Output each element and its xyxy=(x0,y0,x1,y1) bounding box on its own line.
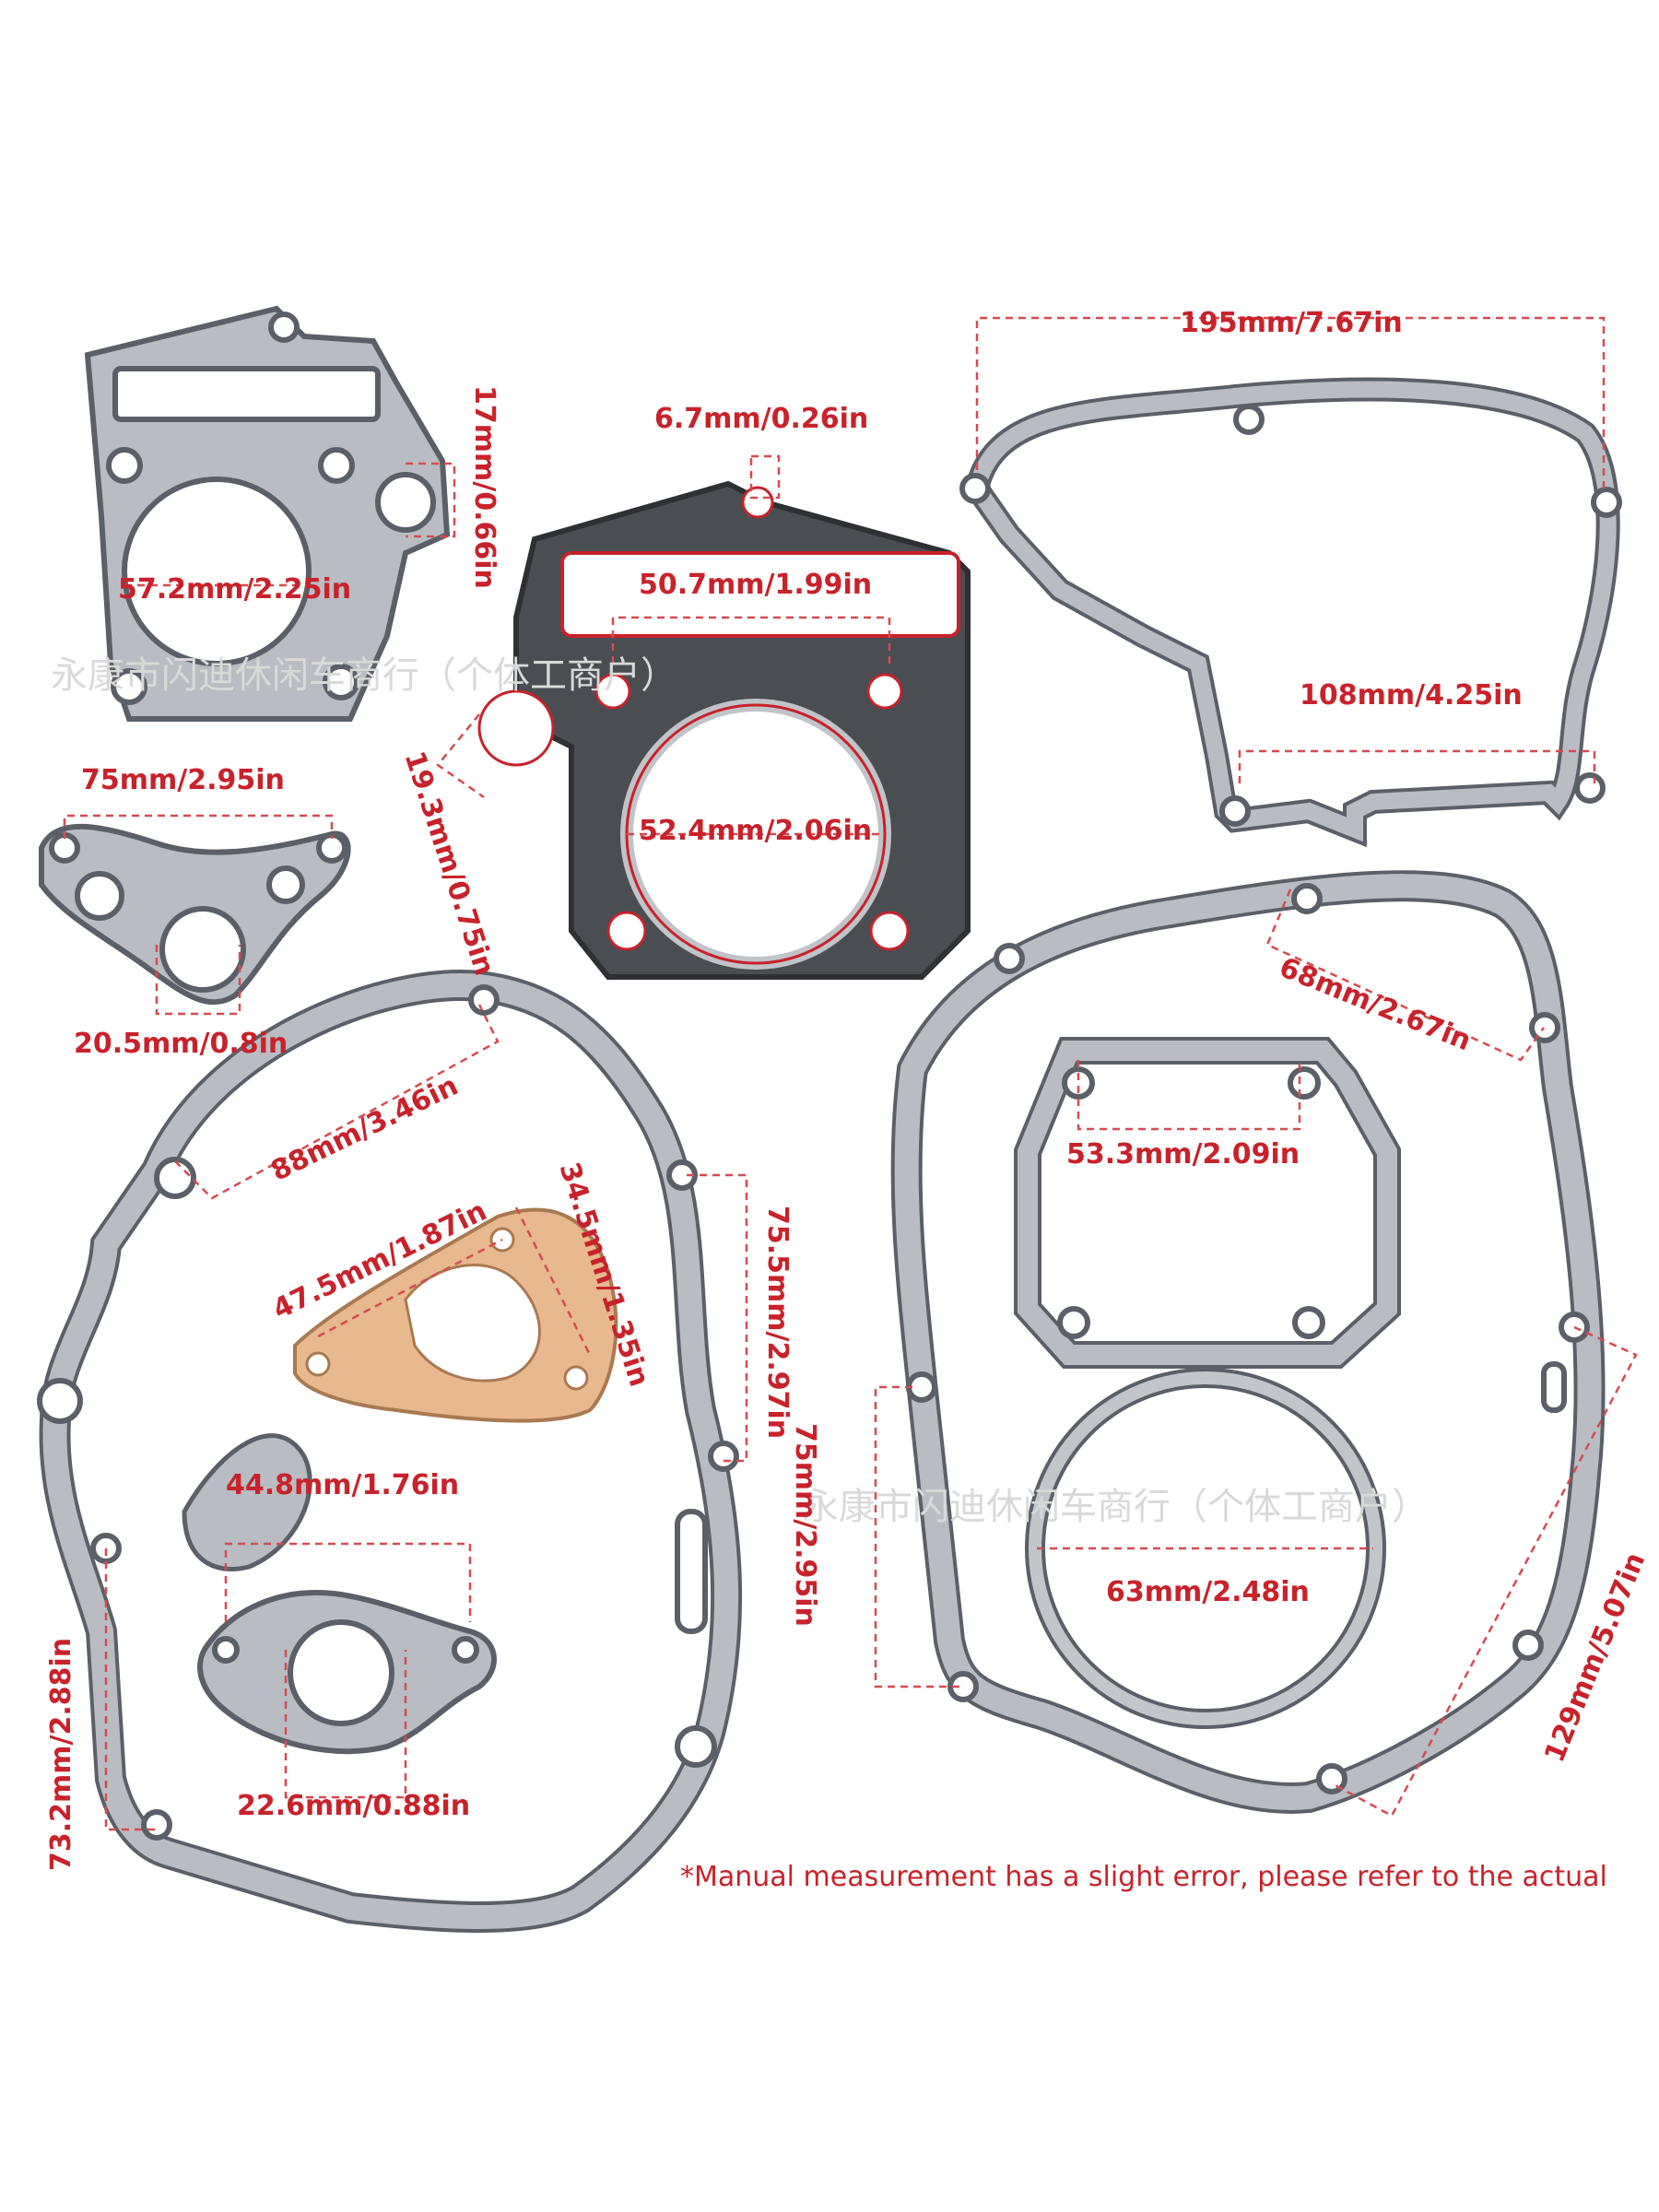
dim-head-bore: 52.4mm/2.06in xyxy=(639,815,873,847)
dim-bracket-width: 75mm/2.95in xyxy=(81,764,285,796)
watermark-bottom: 永康市闪迪休闲车商行（个体工商户） xyxy=(802,1486,1429,1528)
side-cover-gasket xyxy=(959,377,1622,848)
bracket-gasket xyxy=(39,823,351,1006)
left-crankcase-gasket xyxy=(37,970,743,1933)
watermark-top: 永康市闪迪休闲车商行（个体工商户） xyxy=(51,654,677,697)
dim-intake-bore: 22.6mm/0.88in xyxy=(237,1790,471,1822)
intake-flange-gasket xyxy=(197,1590,497,1755)
dimension-lines xyxy=(63,316,1638,1831)
dim-head-tab: 6.7mm/0.26in xyxy=(654,403,869,435)
dim-bracket-hole: 20.5mm/0.8in xyxy=(74,1028,288,1060)
ring-gasket xyxy=(1025,1368,1386,1729)
dim-clutch-left: 75mm/2.95in xyxy=(789,1423,821,1627)
dim-cover-span: 108mm/4.25in xyxy=(1300,679,1523,712)
dim-ring-dia: 63mm/2.48in xyxy=(1106,1576,1310,1608)
dim-intake-width: 44.8mm/1.76in xyxy=(226,1469,460,1501)
valve-cover-gasket xyxy=(1014,1037,1401,1369)
dim-cyl-base-height: 17mm/0.66in xyxy=(468,385,500,589)
cylinder-base-gasket xyxy=(84,305,451,722)
dim-head-slot: 50.7mm/1.99in xyxy=(639,569,873,601)
dim-case-left: 73.2mm/2.88in xyxy=(45,1637,77,1871)
oil-pump-gasket xyxy=(293,1207,618,1423)
clutch-cover-gasket xyxy=(890,870,1606,1814)
dim-cover-width: 195mm/7.67in xyxy=(1180,307,1403,339)
cylinder-head-gasket xyxy=(477,480,971,980)
dim-case-right: 75.5mm/2.97in xyxy=(761,1206,794,1440)
dim-cyl-base-bore: 57.2mm/2.25in xyxy=(118,573,352,606)
measurement-disclaimer: *Manual measurement has a slight error, … xyxy=(680,1861,1607,1893)
dim-valve-cover: 53.3mm/2.09in xyxy=(1066,1138,1300,1171)
